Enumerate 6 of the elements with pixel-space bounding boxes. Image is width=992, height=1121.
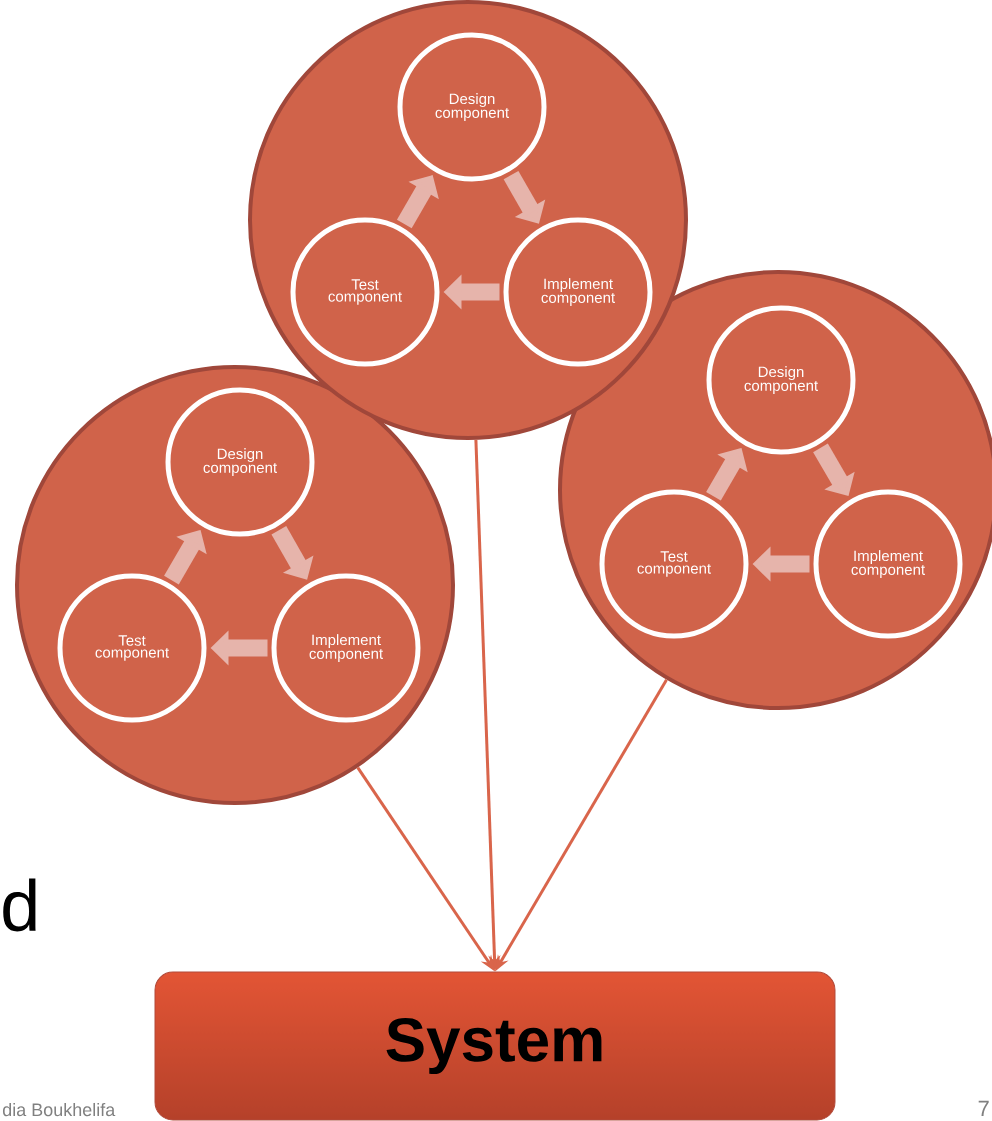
- slide-text: d: [3, 878, 36, 932]
- system-box: System: [154, 971, 836, 1121]
- block-arrow: [503, 170, 546, 224]
- page-number: 7: [978, 1100, 989, 1116]
- block-arrow: [271, 526, 314, 580]
- author-name: dia Boukhelifa: [2, 1102, 116, 1117]
